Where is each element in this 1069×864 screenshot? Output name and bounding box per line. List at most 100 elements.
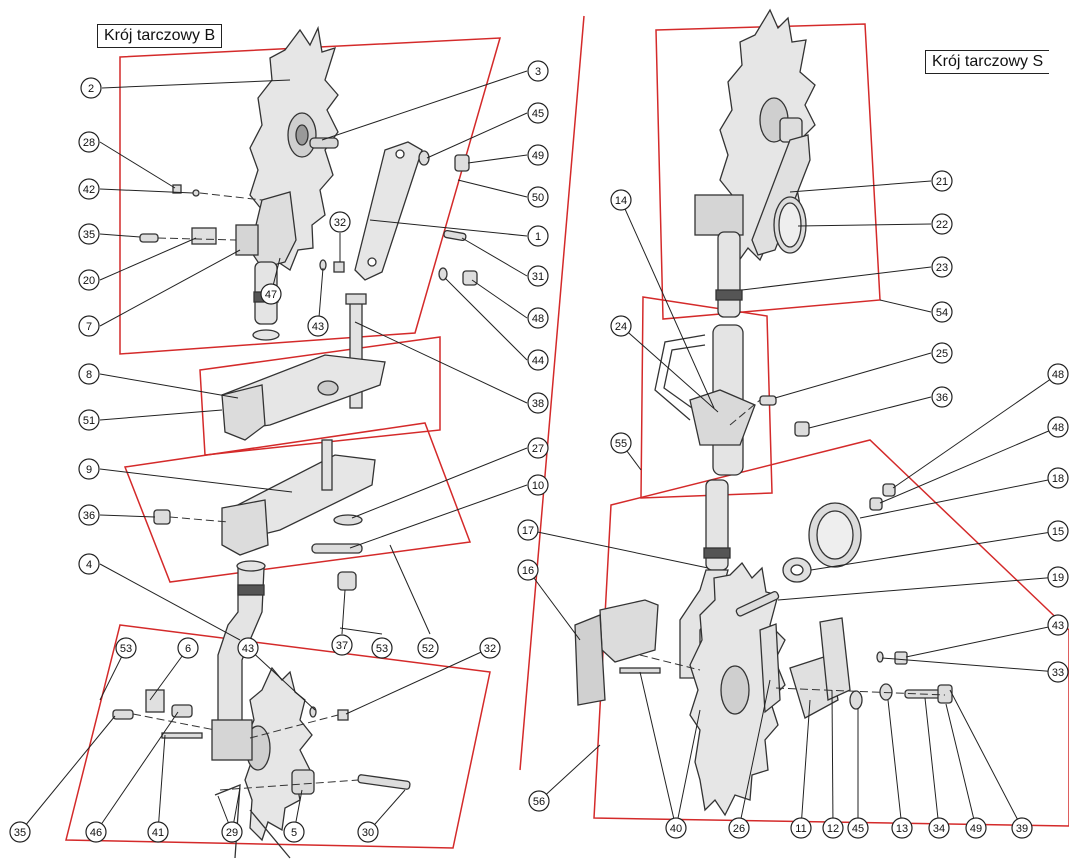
callout-number: 56 (533, 796, 545, 808)
callout-13: 13 (891, 817, 913, 839)
callout-circle (283, 821, 305, 843)
callout-circle (1047, 566, 1069, 588)
callout-21: 21 (931, 170, 953, 192)
separator-line (519, 15, 585, 771)
callout-number: 48 (532, 313, 544, 325)
callout-number: 39 (1016, 823, 1028, 835)
callout-number: 49 (532, 150, 544, 162)
callout-number: 15 (1052, 526, 1064, 538)
callout-circle (847, 817, 869, 839)
callout-number: 32 (484, 643, 496, 655)
callout-38: 38 (527, 392, 549, 414)
bolt-30 (357, 774, 411, 790)
callout-number: 53 (120, 643, 132, 655)
callout-circle (931, 386, 953, 408)
callout-circle (527, 349, 549, 371)
callout-30: 30 (357, 821, 379, 843)
callout-number: 14 (615, 195, 627, 207)
callout-circle (417, 637, 439, 659)
callout-circle (928, 817, 950, 839)
callout-39: 39 (1011, 817, 1033, 839)
callout-circle (822, 817, 844, 839)
callout-48b: 48 (1047, 363, 1069, 385)
nut-36a (153, 509, 171, 525)
callout-35b: 35 (9, 821, 31, 843)
callout-circle (307, 315, 329, 337)
pin-41 (161, 732, 203, 739)
pin-25 (759, 395, 777, 406)
right-parts (574, 8, 953, 817)
callout-number: 19 (1052, 572, 1064, 584)
callout-53a: 53 (115, 637, 137, 659)
callout-22: 22 (931, 213, 953, 235)
callout-53b: 53 (371, 637, 393, 659)
nut-49a (454, 154, 470, 172)
callout-25: 25 (931, 342, 953, 364)
callout-34: 34 (928, 817, 950, 839)
callout-number: 41 (152, 827, 164, 839)
washer-43c (876, 651, 884, 663)
washer-13 (879, 683, 893, 701)
callout-number: 43 (242, 643, 254, 655)
callout-number: 48 (1052, 369, 1064, 381)
callout-37: 37 (331, 634, 353, 656)
callout-32a: 32 (329, 211, 351, 233)
callout-number: 46 (90, 827, 102, 839)
callout-circle (1047, 614, 1069, 636)
nut-48c (869, 497, 883, 511)
callout-circle (931, 170, 953, 192)
callout-circle (527, 225, 549, 247)
callout-54: 54 (931, 301, 953, 323)
callout-12: 12 (822, 817, 844, 839)
callout-circle (78, 504, 100, 526)
spring-18 (808, 502, 862, 568)
callout-18: 18 (1047, 467, 1069, 489)
callout-19: 19 (1047, 566, 1069, 588)
bolt-35b (112, 709, 134, 720)
callout-circle (78, 131, 100, 153)
callout-number: 37 (336, 640, 348, 652)
left-parts (112, 25, 478, 859)
bearing-shaft-3 (309, 137, 339, 149)
nut-36b (794, 421, 810, 437)
callout-circle (177, 637, 199, 659)
callout-number: 13 (896, 823, 908, 835)
callout-number: 51 (83, 415, 95, 427)
callout-circle (78, 363, 100, 385)
callout-circle (147, 821, 169, 843)
washer-44 (438, 267, 448, 281)
callout-17: 17 (517, 519, 539, 541)
right-assembly-lines (639, 399, 946, 696)
fork-16 (574, 614, 606, 706)
callout-circle (610, 189, 632, 211)
callout-number: 44 (532, 355, 544, 367)
callout-circle (80, 77, 102, 99)
callout-circle (78, 409, 100, 431)
callout-number: 36 (936, 392, 948, 404)
spacer-46 (171, 704, 193, 718)
callout-43c: 43 (1047, 614, 1069, 636)
callout-circle (237, 637, 259, 659)
callout-43a: 43 (307, 315, 329, 337)
callout-number: 21 (936, 176, 948, 188)
callout-number: 26 (733, 823, 745, 835)
callout-7: 7 (78, 315, 100, 337)
callout-55: 55 (610, 432, 632, 454)
callout-number: 16 (522, 565, 534, 577)
callout-circle (610, 432, 632, 454)
callout-number: 52 (422, 643, 434, 655)
callout-number: 32 (334, 217, 346, 229)
callout-number: 42 (83, 184, 95, 196)
callout-number: 2 (88, 83, 94, 95)
callout-circle (260, 283, 282, 305)
callout-number: 45 (852, 823, 864, 835)
callout-circle (221, 821, 243, 843)
callout-47: 47 (260, 283, 282, 305)
callout-circle (479, 637, 501, 659)
callout-24: 24 (610, 315, 632, 337)
callout-circle (527, 60, 549, 82)
callout-44: 44 (527, 349, 549, 371)
callout-48a: 48 (527, 307, 549, 329)
callout-41: 41 (147, 821, 169, 843)
callout-circle (527, 392, 549, 414)
